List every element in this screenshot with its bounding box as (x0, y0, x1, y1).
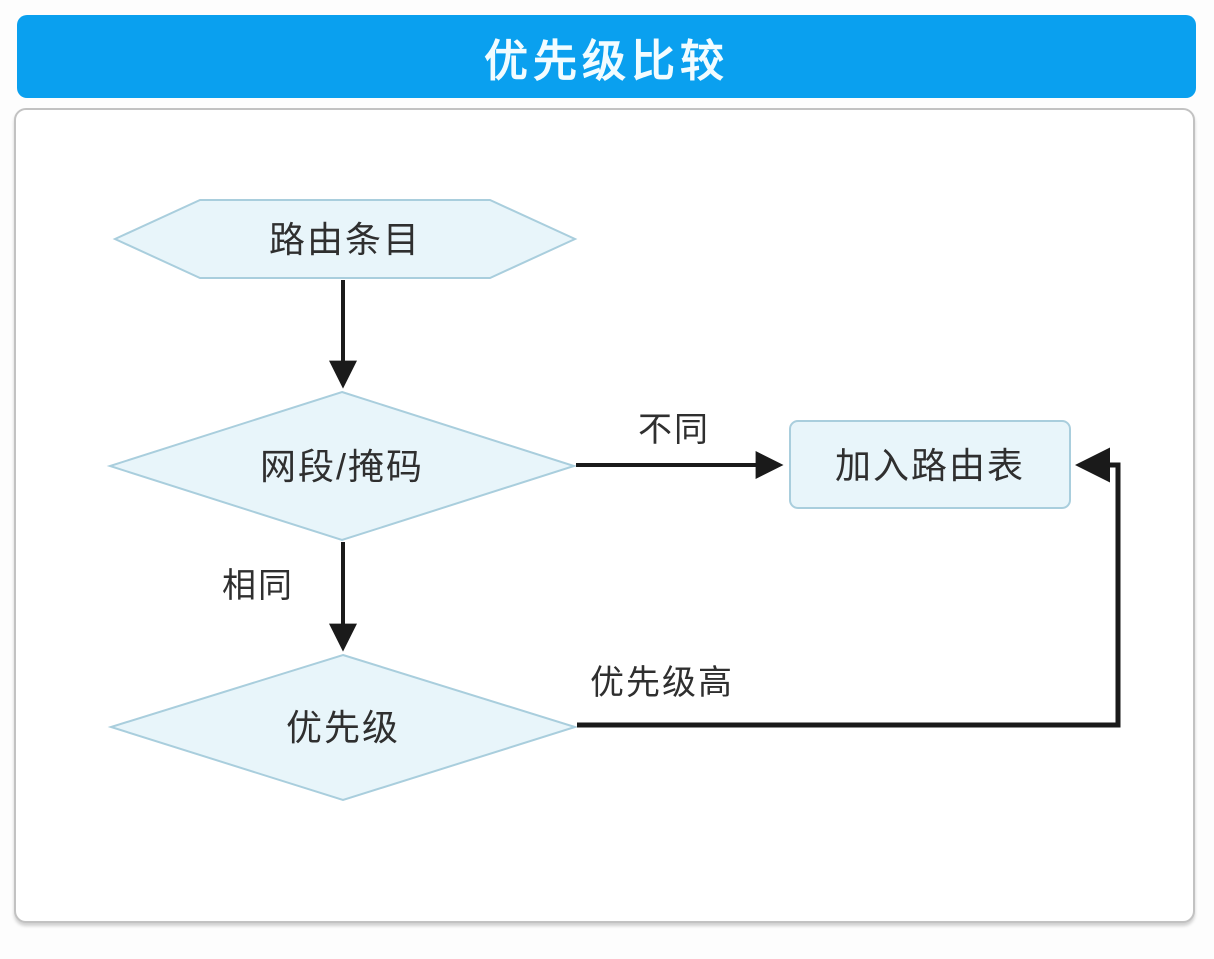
node-route-entry-hexagon (112, 199, 578, 279)
node-network-mask-diamond (106, 390, 578, 542)
node-add-route-label: 加入路由表 (835, 445, 1025, 486)
node-route-entry-label: 路由条目 (269, 219, 421, 260)
edge-label-different: 不同 (638, 411, 710, 449)
node-priority-diamond (107, 653, 579, 802)
arrow-priority-to-table (577, 447, 1121, 728)
edge-label-higher-priority: 优先级高 (590, 664, 734, 702)
node-priority-label: 优先级 (286, 707, 400, 748)
edge-label-same: 相同 (222, 567, 294, 605)
node-network-mask-label: 网段/掩码 (260, 446, 424, 487)
node-add-route-box (789, 420, 1071, 509)
page-title: 优先级比较 (484, 35, 729, 87)
title-bar: 优先级比较 (17, 15, 1196, 98)
